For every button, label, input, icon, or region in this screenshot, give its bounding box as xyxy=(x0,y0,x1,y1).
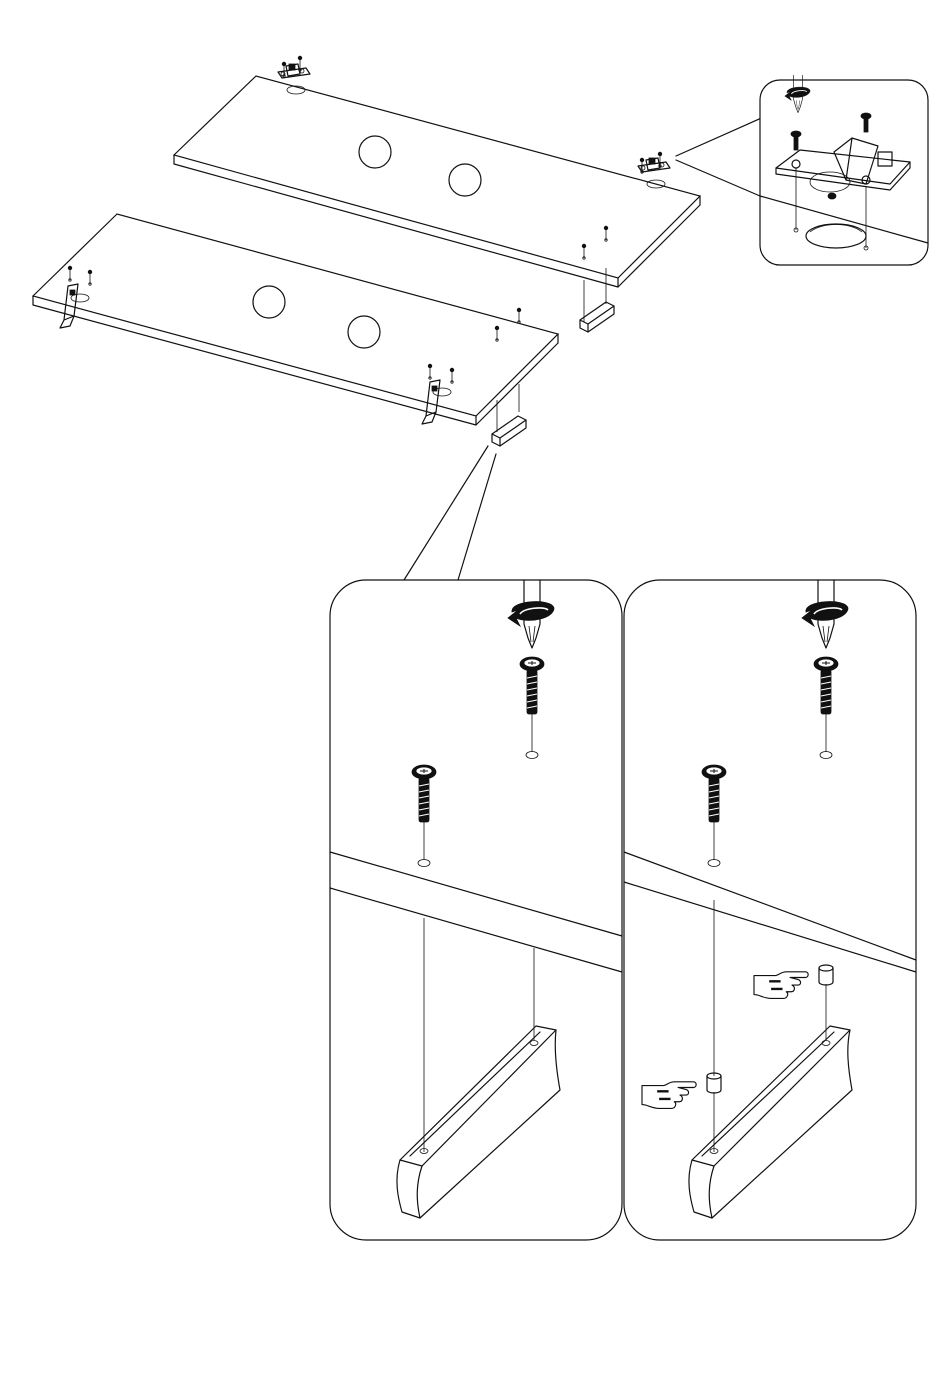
callout-line xyxy=(458,454,496,580)
lower-door-panel xyxy=(33,214,558,425)
door-foot-icon xyxy=(580,302,614,332)
hinge-mounting-detail xyxy=(676,75,928,265)
callout-line xyxy=(404,446,488,580)
foot-mounting-with-spacer xyxy=(624,580,916,1240)
foot-mounting-without-spacer xyxy=(330,580,622,1240)
